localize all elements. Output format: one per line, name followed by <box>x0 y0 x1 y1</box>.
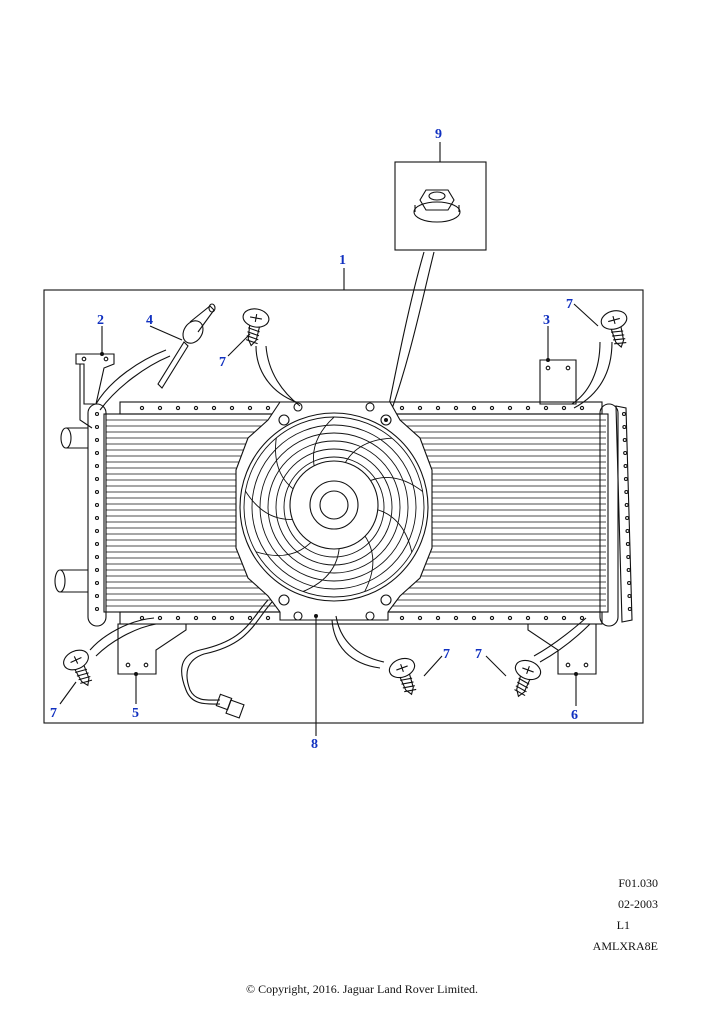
lower-left-bracket <box>117 623 187 675</box>
callout-3: 3 <box>543 313 550 328</box>
fan-motor-hub <box>289 460 379 550</box>
upper-hose-pipe <box>60 427 88 449</box>
screw-7a-icon <box>242 308 270 347</box>
left-end-tank <box>87 403 107 627</box>
lower-hose-pipe <box>54 569 88 593</box>
level-code: L1 <box>616 918 630 932</box>
blind-rivet-icon <box>157 303 216 389</box>
electrical-connector-icon <box>215 693 245 719</box>
callout-7d: 7 <box>443 647 450 662</box>
upper-left-bracket <box>75 353 115 429</box>
callout-7a: 7 <box>219 355 226 370</box>
rail-holes <box>139 405 585 621</box>
fan-wiring-harness <box>181 599 273 705</box>
lower-right-bracket <box>527 623 597 675</box>
callout-7c: 7 <box>50 706 57 721</box>
callout-9: 9 <box>435 127 442 142</box>
nut-inset-box <box>394 161 487 251</box>
callout-4: 4 <box>146 313 153 328</box>
callout-7e: 7 <box>475 647 482 662</box>
screw-7c-icon <box>63 649 93 687</box>
copyright-notice: © Copyright, 2016. Jaguar Land Rover Lim… <box>245 982 479 996</box>
shroud-mount-holes <box>278 402 392 621</box>
figure-code: F01.030 <box>618 876 658 890</box>
screw-7e-icon <box>514 659 542 698</box>
screw-7b-icon <box>600 310 628 349</box>
callout-2: 2 <box>97 313 104 328</box>
callout-5: 5 <box>132 706 139 721</box>
flange-nut-icon <box>413 189 461 223</box>
callout-8: 8 <box>311 737 318 752</box>
revision-date: 02-2003 <box>618 897 658 911</box>
right-end-tank <box>599 403 619 627</box>
drawing-id: AMLXRA8E <box>592 939 658 953</box>
right-side-bracket <box>615 405 633 623</box>
callout-6: 6 <box>571 708 578 723</box>
callout-1: 1 <box>339 253 346 268</box>
screw-7d-icon <box>388 657 417 696</box>
fan-guard-rings <box>243 416 425 598</box>
upper-right-bracket <box>539 359 577 405</box>
callout-7b: 7 <box>566 297 573 312</box>
